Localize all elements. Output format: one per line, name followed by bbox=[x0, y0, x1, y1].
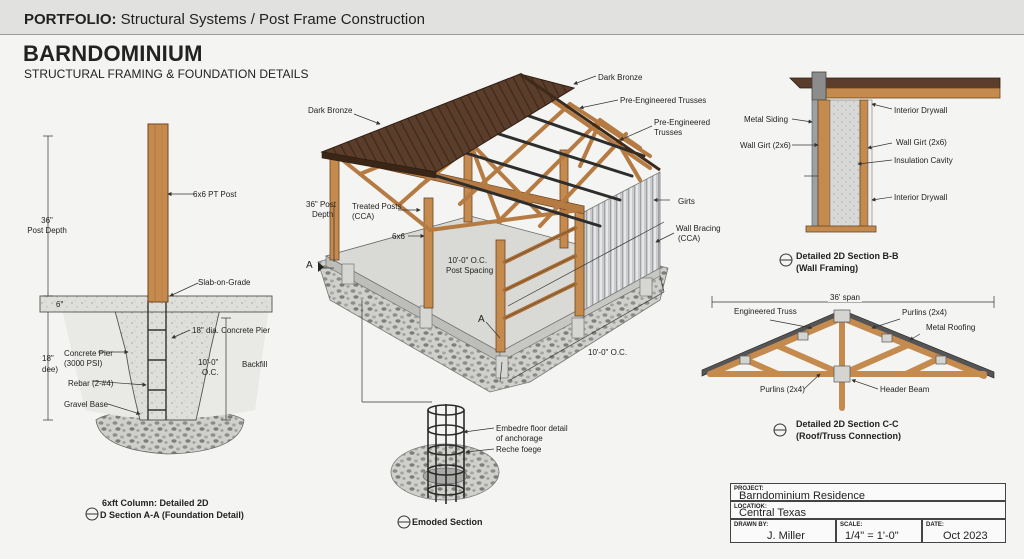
label-bracing-1: Wall Bracing bbox=[676, 224, 721, 233]
label-metal-siding: Metal Siding bbox=[744, 115, 789, 124]
label-gravel: Gravel Base bbox=[64, 400, 109, 409]
section-marker-a-left: A bbox=[306, 260, 313, 271]
label-insulation: Insulation Cavity bbox=[894, 156, 953, 165]
label-interior-drywall-top: Interior Drywall bbox=[894, 106, 948, 115]
scale-label: SCALE: bbox=[840, 522, 863, 528]
project-label: PROJECT: bbox=[734, 486, 764, 492]
section-c-caption-2: (Roof/Truss Connection) bbox=[796, 431, 901, 441]
label-interior-drywall-bottom: Interior Drywall bbox=[894, 193, 948, 202]
title-block-location: LOCATIOK: Central Texas bbox=[730, 501, 1006, 519]
title-block-scale: SCALE: 1/4" = 1'-0" bbox=[836, 519, 922, 543]
title-block: PROJECT: Barndominium Residence LOCATIOK… bbox=[730, 483, 1006, 545]
label-pier-depth-text: dee) bbox=[42, 365, 59, 374]
label-dark-bronze-left: Dark Bronze bbox=[308, 106, 353, 115]
label-trusses-2b: Trusses bbox=[654, 128, 683, 137]
location-label: LOCATIOK: bbox=[734, 504, 767, 510]
label-iso-post-depth-2: Depth bbox=[312, 210, 334, 219]
section-a-caption-2: D Section A-A (Foundation Detail) bbox=[100, 510, 244, 520]
section-c-caption-1: Detailed 2D Section C-C bbox=[796, 419, 899, 429]
drawn-label: DRAWN BY: bbox=[734, 522, 769, 528]
label-treated-2: (CCA) bbox=[352, 212, 375, 221]
project-value: Barndominium Residence bbox=[739, 490, 865, 502]
label-engineered-truss: Engineered Truss bbox=[734, 307, 797, 316]
scale-value: 1/4" = 1'-0" bbox=[845, 530, 899, 542]
label-purlins-top: Purlins (2x4) bbox=[902, 308, 947, 317]
label-metal-roofing: Metal Roofing bbox=[926, 323, 976, 332]
label-purlins-bottom: Purlins (2x4) bbox=[760, 385, 805, 394]
label-wall-girt-right: Wall Girt (2x6) bbox=[896, 138, 947, 147]
label-dark-bronze-top: Dark Bronze bbox=[598, 73, 643, 82]
embed-section-caption: Emoded Section bbox=[412, 517, 483, 527]
portfolio-heading: PORTFOLIO: Structural Systems / Post Fra… bbox=[24, 11, 425, 28]
section-b-caption-1: Detailed 2D Section B-B bbox=[796, 251, 899, 261]
title-block-drawn: DRAWN BY: J. Miller bbox=[730, 519, 836, 543]
title-block-date: DATE: Oct 2023 bbox=[922, 519, 1006, 543]
section-b-drawing bbox=[779, 71, 1001, 267]
label-iso-post-depth-1: 36" Post bbox=[306, 200, 336, 209]
label-slab: Slab-on-Grade bbox=[198, 278, 251, 287]
section-marker-a-right: A bbox=[478, 314, 485, 325]
portfolio-prefix: PORTFOLIO: bbox=[24, 11, 117, 28]
isometric-building bbox=[317, 72, 675, 403]
label-trusses-1: Pre-Engineered Trusses bbox=[620, 96, 707, 105]
label-span: 36' span bbox=[828, 293, 862, 302]
label-pier-spacing-text: O.C. bbox=[202, 368, 219, 377]
embed-section-drawing bbox=[390, 404, 500, 529]
label-backfill: Backfill bbox=[242, 360, 268, 369]
label-pier-depth-value: 18" bbox=[42, 354, 54, 363]
portfolio-topic: Structural Systems / Post Frame Construc… bbox=[120, 11, 425, 28]
label-trusses-2a: Pre-Engineered bbox=[654, 118, 711, 127]
page-subtitle: STRUCTURAL FRAMING & FOUNDATION DETAILS bbox=[24, 67, 309, 81]
label-depth-text: Post Depth bbox=[27, 226, 67, 235]
label-reche: Reche foege bbox=[496, 445, 542, 454]
drawn-value: J. Miller bbox=[767, 530, 805, 542]
page-title: BARNDOMINIUM bbox=[23, 41, 203, 66]
label-iso-spacing-2: Post Spacing bbox=[446, 266, 494, 275]
label-pier-psi: (3000 PSI) bbox=[64, 359, 103, 368]
label-rebar: Rebar (2-#4) bbox=[68, 379, 114, 388]
label-iso-dimension: 10'-0" O.C. bbox=[588, 348, 628, 357]
label-bracing-2: (CCA) bbox=[678, 234, 701, 243]
label-girts: Girts bbox=[678, 197, 695, 206]
date-value: Oct 2023 bbox=[943, 530, 988, 542]
label-pier-dia: 18" dia. Concrete Pier bbox=[192, 326, 270, 335]
label-post: 6x6 PT Post bbox=[193, 190, 237, 199]
label-wall-girt-left: Wall Girt (2x6) bbox=[740, 141, 791, 150]
portfolio-header-bar bbox=[0, 0, 1024, 35]
label-treated-1: Treated Posts bbox=[352, 202, 402, 211]
label-six: 6" bbox=[56, 300, 64, 309]
label-pier-spacing-value: 10'-0" bbox=[198, 358, 219, 367]
section-a-drawing bbox=[39, 123, 273, 521]
section-a-caption-1: 6xft Column: Detailed 2D bbox=[102, 498, 209, 508]
label-header-beam: Header Beam bbox=[880, 385, 930, 394]
label-embed-2: of anchorage bbox=[496, 434, 543, 443]
label-depth-value: 36" bbox=[41, 216, 53, 225]
label-embed-1: Embedre floor detail bbox=[496, 424, 568, 433]
date-label: DATE: bbox=[926, 522, 944, 528]
section-b-caption-2: (Wall Framing) bbox=[796, 263, 859, 273]
label-six-by: 6x6 bbox=[392, 232, 405, 241]
section-c-drawing bbox=[701, 296, 995, 437]
label-iso-spacing-1: 10'-0" O.C. bbox=[448, 256, 488, 265]
label-pier: Concrete Pier bbox=[64, 349, 113, 358]
location-value: Central Texas bbox=[739, 507, 807, 519]
title-block-project: PROJECT: Barndominium Residence bbox=[730, 483, 1006, 502]
